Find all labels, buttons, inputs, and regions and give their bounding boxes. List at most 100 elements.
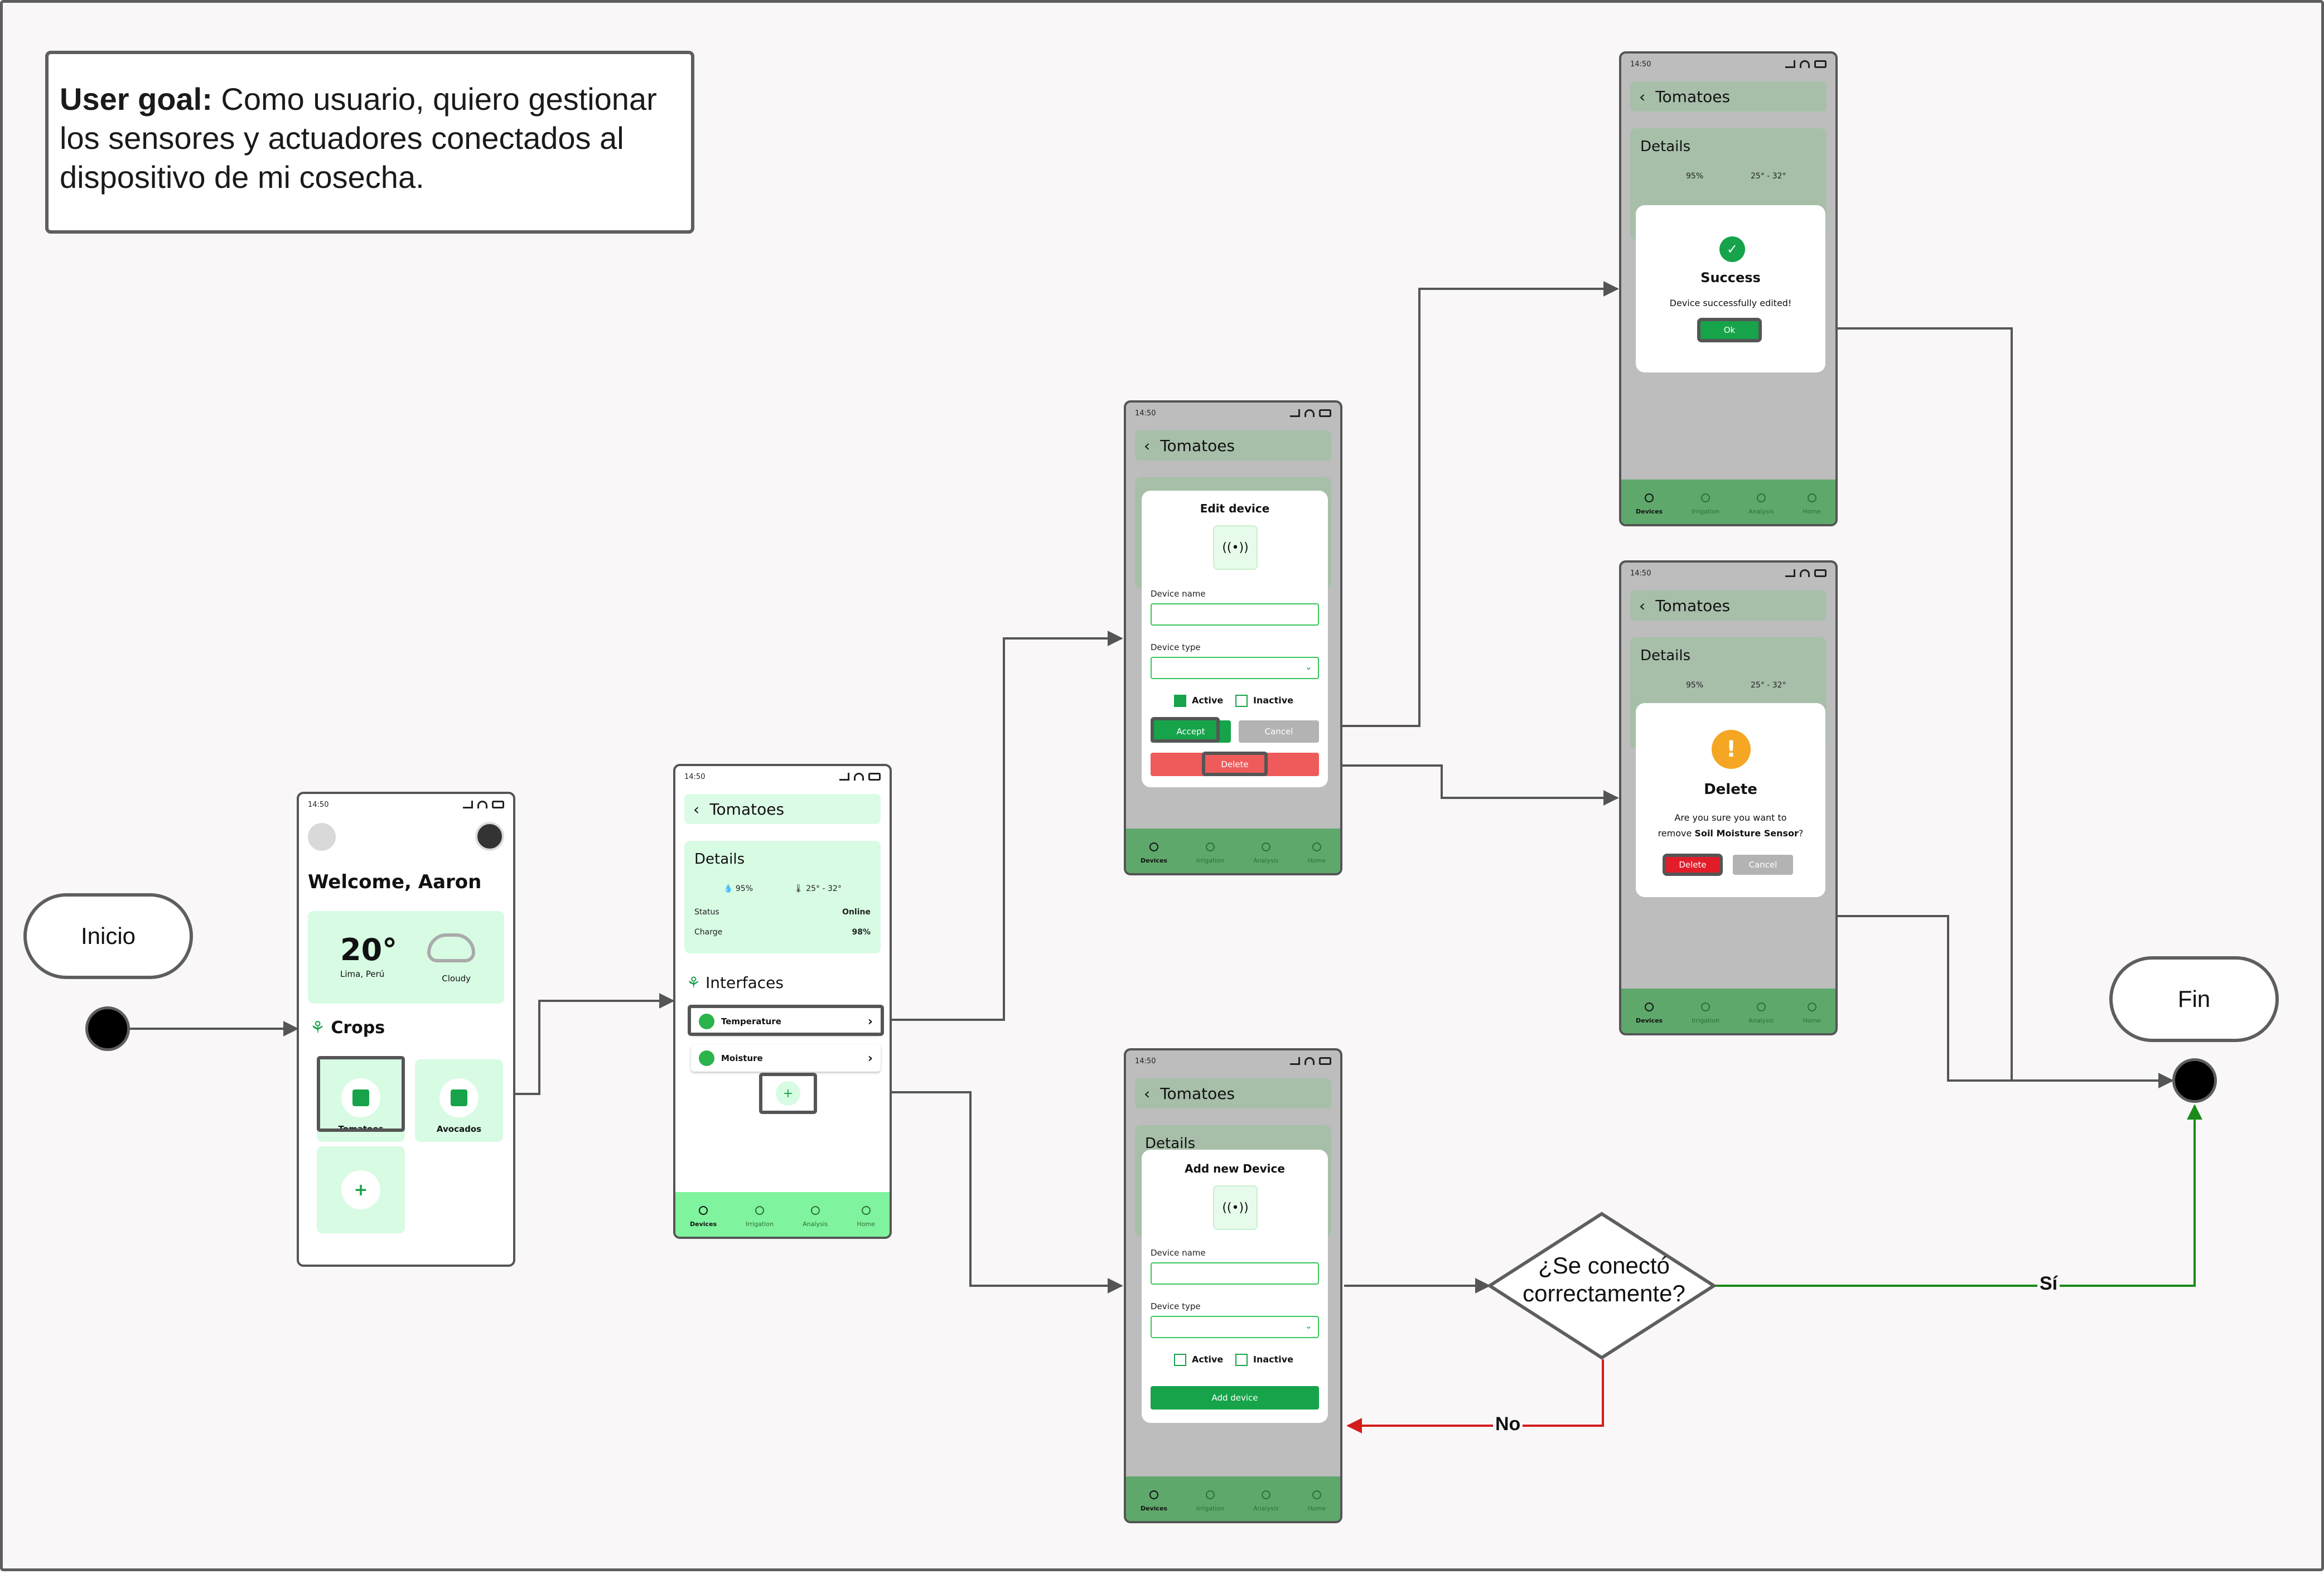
nav-analysis[interactable]: Analysis — [1748, 1002, 1774, 1024]
crop-name: Avocados — [436, 1124, 482, 1134]
start-dot — [85, 1006, 130, 1051]
nav-irrigation[interactable]: Irrigation — [1196, 842, 1224, 864]
nav-analysis[interactable]: Analysis — [803, 1205, 828, 1228]
checkbox-active[interactable] — [1174, 1354, 1186, 1366]
checkbox-active[interactable] — [1174, 695, 1186, 707]
highlight-accept — [1151, 717, 1220, 743]
add-interface-button[interactable]: + — [759, 1073, 817, 1114]
status-time: 14:50 — [308, 800, 329, 809]
nav-irrigation[interactable]: Irrigation — [1692, 493, 1719, 515]
nav-devices[interactable]: Devices — [1636, 493, 1663, 515]
thermometer-icon: 🌡 — [794, 884, 806, 893]
end-node: Fin — [2109, 956, 2279, 1042]
sprout-icon: ⚘ — [687, 974, 706, 992]
active-option[interactable]: Active — [1174, 695, 1223, 707]
status-bar: 14:50 — [299, 794, 513, 815]
screen-add-device: 14:50 ‹Tomatoes Details Add new Device (… — [1124, 1048, 1342, 1523]
add-crop-button[interactable]: + — [317, 1146, 405, 1233]
back-chevron-icon[interactable]: ‹ — [1639, 87, 1646, 106]
status-bars-icon — [1290, 409, 1300, 417]
nav-irrigation[interactable]: Irrigation — [1196, 1490, 1224, 1512]
status-bars-icon — [1785, 569, 1795, 577]
nav-irrigation[interactable]: Irrigation — [1692, 1002, 1719, 1024]
details-title: Details — [1640, 138, 1691, 155]
status-time: 14:50 — [1135, 1057, 1156, 1066]
warning-icon: ! — [1712, 730, 1751, 769]
battery-icon — [1319, 409, 1331, 417]
back-chevron-icon[interactable]: ‹ — [693, 800, 700, 819]
humidity-value: 95% — [1686, 681, 1704, 690]
nav-devices[interactable]: Devices — [1636, 1002, 1663, 1024]
temp-range-value: 25° - 32° — [806, 884, 842, 893]
interface-moisture[interactable]: Moisture› — [691, 1045, 881, 1072]
device-name: Soil Moisture Sensor — [1694, 828, 1799, 839]
page-title: Tomatoes — [1655, 596, 1731, 615]
nav-devices[interactable]: Devices — [1141, 842, 1167, 864]
wifi-icon — [1304, 409, 1315, 417]
nav-home[interactable]: Home — [1307, 842, 1326, 864]
checkbox-inactive[interactable] — [1235, 695, 1248, 707]
menu-avatar[interactable] — [308, 823, 336, 851]
crop-tile-avocados[interactable]: Avocados — [415, 1059, 503, 1142]
crop-tile-tomatoes[interactable]: Tomatoes — [317, 1059, 405, 1142]
edge-yes — [1714, 1104, 2202, 1287]
check-icon: ✓ — [1719, 236, 1745, 262]
checkbox-inactive[interactable] — [1235, 1354, 1248, 1366]
no-label: No — [1493, 1413, 1523, 1435]
nav-home[interactable]: Home — [857, 1205, 875, 1228]
ok-button[interactable]: Ok — [1697, 318, 1762, 342]
nav-home[interactable]: Home — [1307, 1490, 1326, 1512]
edge-temperature-edit — [881, 631, 1123, 1021]
user-goal-box: User goal: Como usuario, quiero gestiona… — [45, 51, 694, 234]
back-chevron-icon[interactable]: ‹ — [1144, 436, 1151, 455]
humidity-value: 95% — [735, 884, 753, 893]
device-type-select[interactable]: ⌄ — [1151, 657, 1319, 679]
temp-range-value: 25° - 32° — [1751, 172, 1786, 181]
interface-temperature[interactable]: Temperature› — [691, 1008, 881, 1035]
nav-home[interactable]: Home — [1803, 1002, 1821, 1024]
add-device-button[interactable]: Add device — [1151, 1386, 1319, 1410]
temp-range-value: 25° - 32° — [1751, 681, 1786, 690]
wifi-icon — [1800, 60, 1810, 68]
add-interface-label: + — [776, 1081, 800, 1106]
status-value: Online — [842, 908, 871, 917]
active-option[interactable]: Active — [1174, 1354, 1223, 1366]
nav-irrigation[interactable]: Irrigation — [746, 1205, 774, 1228]
status-bars-icon — [463, 801, 473, 808]
app-bar: ‹Tomatoes — [684, 794, 881, 824]
nav-devices[interactable]: Devices — [690, 1205, 717, 1228]
inactive-option[interactable]: Inactive — [1235, 1354, 1293, 1366]
device-type-select[interactable]: ⌄ — [1151, 1316, 1319, 1338]
delete-button[interactable]: Delete — [1151, 753, 1319, 776]
confirm-delete-button[interactable]: Delete — [1663, 854, 1723, 876]
modal-title: Add new Device — [1185, 1162, 1285, 1175]
device-name-label: Device name — [1151, 1248, 1206, 1258]
cancel-button[interactable]: Cancel — [1239, 720, 1319, 743]
sprout-icon: ⚘ — [310, 1018, 331, 1038]
device-type-label: Device type — [1151, 1301, 1201, 1311]
crops-title: Crops — [331, 1018, 385, 1038]
cancel-delete-button[interactable]: Cancel — [1733, 855, 1793, 875]
weather-temp: 20° — [340, 932, 398, 967]
nav-devices[interactable]: Devices — [1141, 1490, 1167, 1512]
details-title: Details — [694, 851, 745, 868]
interfaces-title: Interfaces — [706, 974, 784, 992]
nav-analysis[interactable]: Analysis — [1253, 842, 1278, 864]
nav-analysis[interactable]: Analysis — [1748, 493, 1774, 515]
bottom-nav: Devices Irrigation Analysis Home — [1126, 829, 1340, 873]
back-chevron-icon[interactable]: ‹ — [1144, 1084, 1151, 1103]
humidity-value: 95% — [1686, 172, 1704, 181]
device-name-field[interactable] — [1151, 1262, 1319, 1285]
end-label: Fin — [2177, 986, 2211, 1012]
nav-analysis[interactable]: Analysis — [1253, 1490, 1278, 1512]
status-time: 14:50 — [1630, 569, 1651, 578]
inactive-option[interactable]: Inactive — [1235, 695, 1293, 707]
avatar[interactable] — [475, 822, 504, 851]
bottom-nav: Devices Irrigation Analysis Home — [675, 1192, 890, 1237]
device-name-field[interactable] — [1151, 603, 1319, 626]
nav-home[interactable]: Home — [1803, 493, 1821, 515]
status-time: 14:50 — [1630, 60, 1651, 69]
edge-add-new — [816, 1091, 1123, 1294]
back-chevron-icon[interactable]: ‹ — [1639, 596, 1646, 615]
